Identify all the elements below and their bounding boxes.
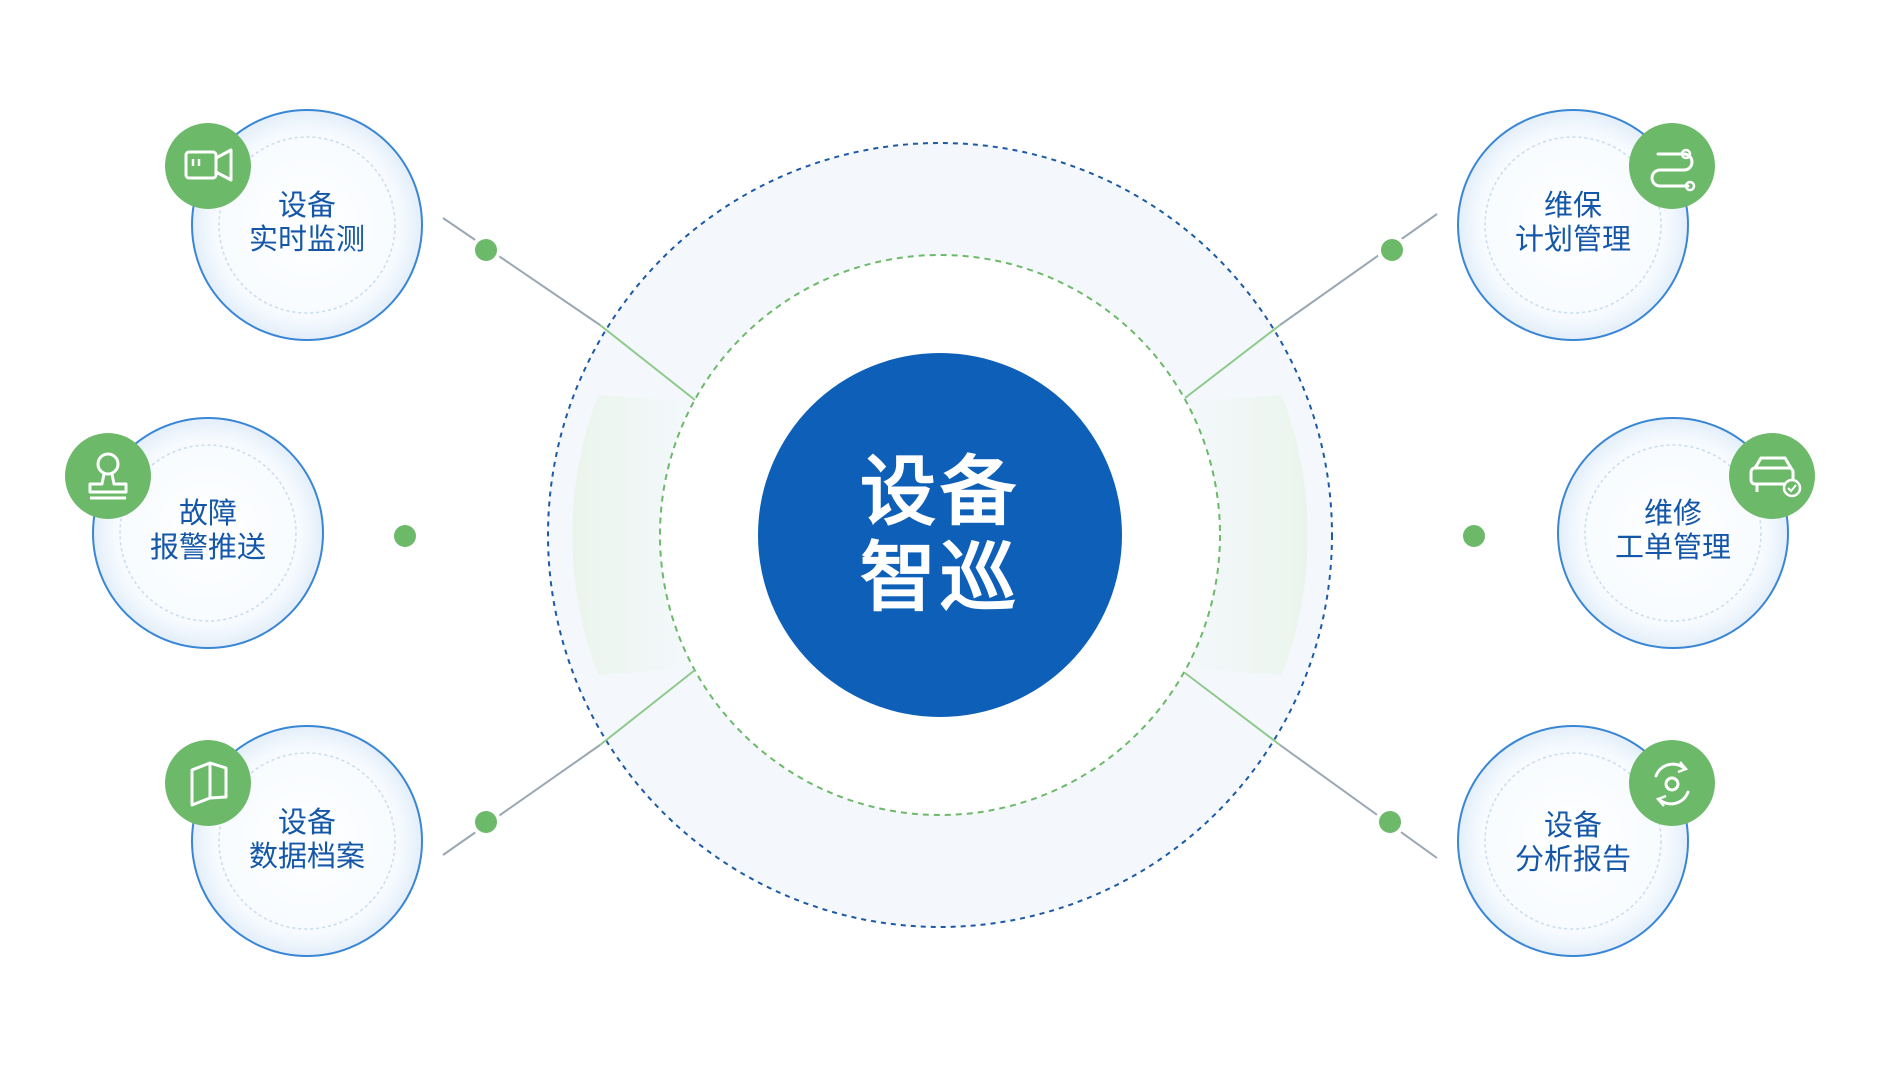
hub-title-line2: 智巡 [860,533,1020,622]
connector-dots [390,235,1489,837]
label-archive-line2: 数据档案 [248,839,365,873]
label-alarm-line2: 报警推送 [149,530,266,564]
label-monitor-line1: 设备 [277,188,336,222]
label-alarm: 故障 报警推送 [78,496,338,564]
refresh-cycle-icon [1629,740,1715,826]
dot-monitor [475,239,497,261]
label-workorder-line1: 维修 [1643,496,1702,530]
connector-archive [442,744,601,856]
label-archive-line1: 设备 [277,805,336,839]
hub-title-line1: 设备 [860,447,1020,536]
stamp-icon [65,433,151,519]
hub-circle [758,353,1122,717]
label-workorder: 维修 工单管理 [1543,496,1803,564]
label-archive: 设备 数据档案 [177,805,437,873]
label-plan-line2: 计划管理 [1514,222,1631,256]
dot-workorder [1463,525,1485,547]
connector-report [1279,744,1438,859]
label-plan: 维保 计划管理 [1443,188,1703,256]
car-check-icon [1729,433,1815,519]
dot-archive [475,811,497,833]
label-report: 设备 分析报告 [1443,808,1703,876]
left-band [572,395,695,675]
label-report-line2: 分析报告 [1514,842,1631,876]
label-workorder-line2: 工单管理 [1614,530,1731,564]
dot-report [1379,811,1401,833]
route-icon [1629,123,1715,209]
connector-plan [1279,213,1438,326]
video-camera-icon [165,123,251,209]
label-report-line1: 设备 [1543,808,1602,842]
right-band [1185,395,1308,675]
label-monitor-line2: 实时监测 [248,222,365,256]
book-icon [165,740,251,826]
connectors [442,213,1438,859]
dot-alarm [394,525,416,547]
dot-plan [1381,239,1403,261]
label-monitor: 设备 实时监测 [177,188,437,256]
label-plan-line1: 维保 [1543,188,1602,222]
label-alarm-line1: 故障 [178,496,237,530]
hub-title: 设备 智巡 [760,355,1120,715]
connector-monitor [442,217,601,326]
